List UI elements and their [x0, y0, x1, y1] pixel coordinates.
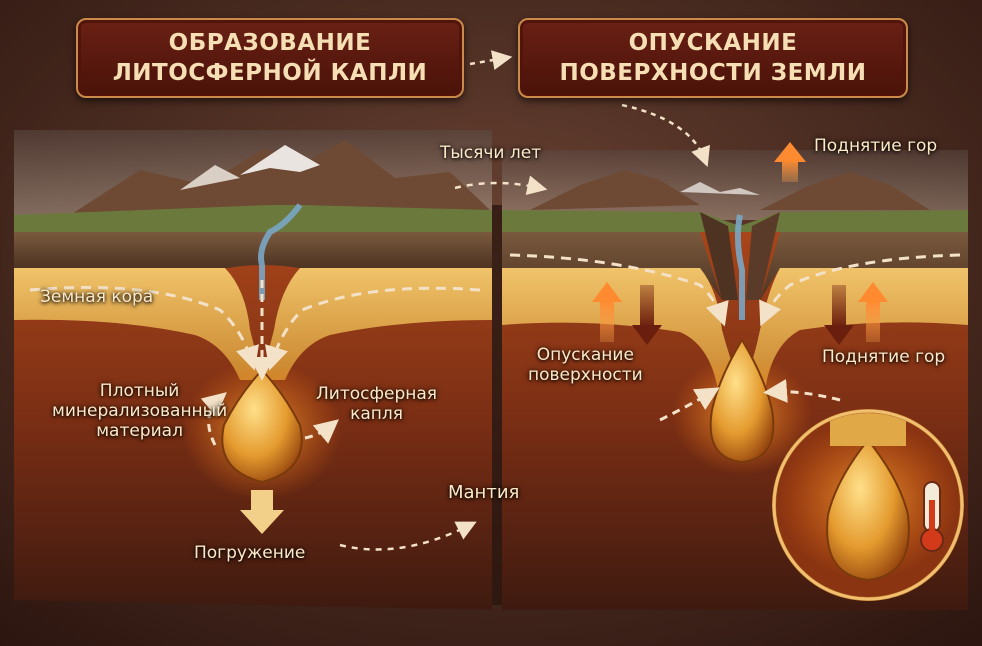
title-line: ПОВЕРХНОСТИ ЗЕМЛИ: [559, 60, 867, 86]
label-earth-crust: Земная кора: [40, 287, 154, 307]
label-mantle: Мантия: [448, 482, 520, 503]
label-surface-subsidence: Опускание поверхности: [528, 345, 643, 385]
label-mountain-uplift-top: Поднятие гор: [814, 136, 938, 156]
arrow-down-icon: [632, 285, 662, 345]
right-topsoil: [502, 232, 968, 300]
circulation-arrow: [304, 419, 339, 444]
mountain-icon: [70, 140, 490, 215]
title-line: ОПУСКАНИЕ: [628, 30, 798, 56]
arrow-up-icon: [858, 282, 888, 342]
arrow-up-icon: [592, 282, 622, 342]
label-dense-material: Плотный минерализованный материал: [52, 381, 228, 441]
canyon-wall: [746, 212, 780, 300]
mountain-icon: [530, 170, 700, 210]
arrow-down-icon: [824, 285, 854, 345]
title-subsidence: ОПУСКАНИЕ ПОВЕРХНОСТИ ЗЕМЛИ: [518, 18, 908, 98]
thermometer-icon: [920, 481, 944, 552]
arrow-down-icon: [240, 490, 284, 534]
left-block: [14, 130, 492, 610]
left-surface: [14, 205, 492, 232]
flow-line: [659, 387, 720, 422]
flow-line: [29, 286, 259, 371]
divider: [492, 205, 502, 605]
lithospheric-drop-left: [221, 368, 303, 484]
flow-line: [763, 378, 841, 403]
mountain-icon: [760, 172, 930, 210]
label-lithospheric-drop: Литосферная капля: [316, 384, 438, 424]
connector-arrow: [454, 175, 548, 196]
label-sinking: Погружение: [194, 543, 306, 563]
flow-line: [759, 253, 961, 327]
canyon-wall: [700, 212, 738, 300]
circulation-arrow: [200, 392, 227, 446]
arrow-up-icon: [774, 142, 806, 182]
title-line: ОБРАЗОВАНИЕ: [168, 30, 372, 56]
mountain-icon: [680, 182, 760, 195]
label-thousands-years: Тысячи лет: [440, 143, 542, 163]
title-formation: ОБРАЗОВАНИЕ ЛИТОСФЕРНОЙ КАПЛИ: [76, 18, 464, 98]
left-crust: [14, 268, 492, 380]
connector-arrow: [621, 103, 710, 168]
mountain-icon: [240, 145, 320, 175]
title-line: ЛИТОСФЕРНОЙ КАПЛИ: [112, 60, 428, 86]
left-topsoil: [14, 232, 492, 268]
flow-line: [265, 286, 481, 371]
lithospheric-drop-zoom: [826, 438, 910, 582]
mountain-icon: [180, 165, 240, 190]
river-icon: [258, 203, 303, 300]
label-mountain-uplift-right: Поднятие гор: [822, 347, 946, 367]
zoom-circle: [772, 409, 964, 601]
river-icon: [734, 214, 745, 320]
connector-arrow: [339, 521, 477, 551]
right-surface: [502, 210, 968, 232]
